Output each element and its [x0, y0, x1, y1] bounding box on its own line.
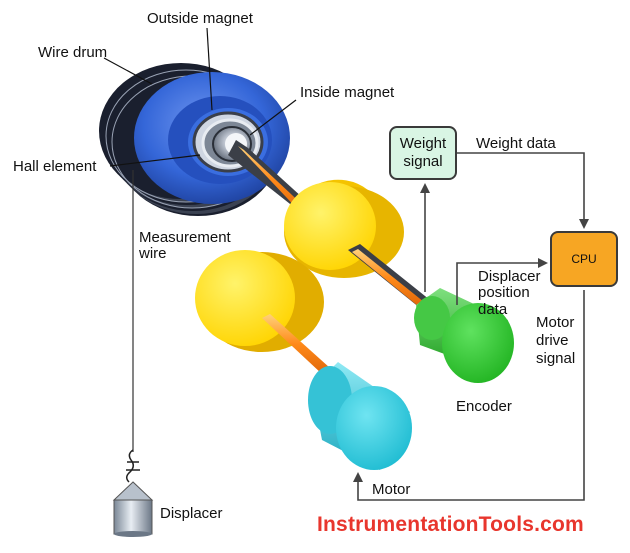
displacer — [112, 481, 154, 537]
label-leaders — [103, 27, 297, 167]
label-measurement-wire-line2: wire — [139, 245, 167, 262]
label-displacer-position-line2: position — [478, 284, 530, 301]
cpu-label: CPU — [571, 252, 597, 266]
displacer-hook — [126, 449, 140, 483]
label-motor: Motor — [372, 481, 411, 498]
label-motor-drive-line1: Motor — [536, 314, 575, 331]
motor — [308, 362, 412, 470]
upper-gear — [284, 179, 404, 278]
label-motor-drive-line2: drive — [536, 332, 569, 349]
weight-signal-line1: Weight — [399, 135, 447, 152]
label-weight-data: Weight data — [476, 135, 556, 152]
label-hall-element: Hall element — [13, 158, 97, 175]
label-measurement-wire-line1: Measurement — [139, 229, 231, 246]
signal-lines — [353, 152, 589, 501]
encoder-shaft-core — [352, 249, 424, 306]
label-displacer: Displacer — [160, 505, 223, 522]
label-inside-magnet: Inside magnet — [300, 84, 395, 101]
encoder — [414, 288, 514, 383]
label-displacer-position-line1: Displacer — [478, 268, 541, 285]
label-outside-magnet: Outside magnet — [147, 10, 253, 27]
label-displacer-position-line3: data — [478, 301, 508, 318]
motor-shaft — [262, 314, 330, 374]
label-encoder: Encoder — [456, 398, 512, 415]
weight-signal-box: Weight signal — [389, 126, 457, 180]
weight-signal-line2: signal — [403, 153, 443, 170]
drum-shaft-core — [238, 146, 308, 214]
label-motor-drive-line3: signal — [536, 350, 576, 367]
cpu-box: CPU — [550, 231, 618, 287]
watermark: InstrumentationTools.com — [317, 513, 584, 536]
label-wire-drum: Wire drum — [38, 44, 108, 61]
